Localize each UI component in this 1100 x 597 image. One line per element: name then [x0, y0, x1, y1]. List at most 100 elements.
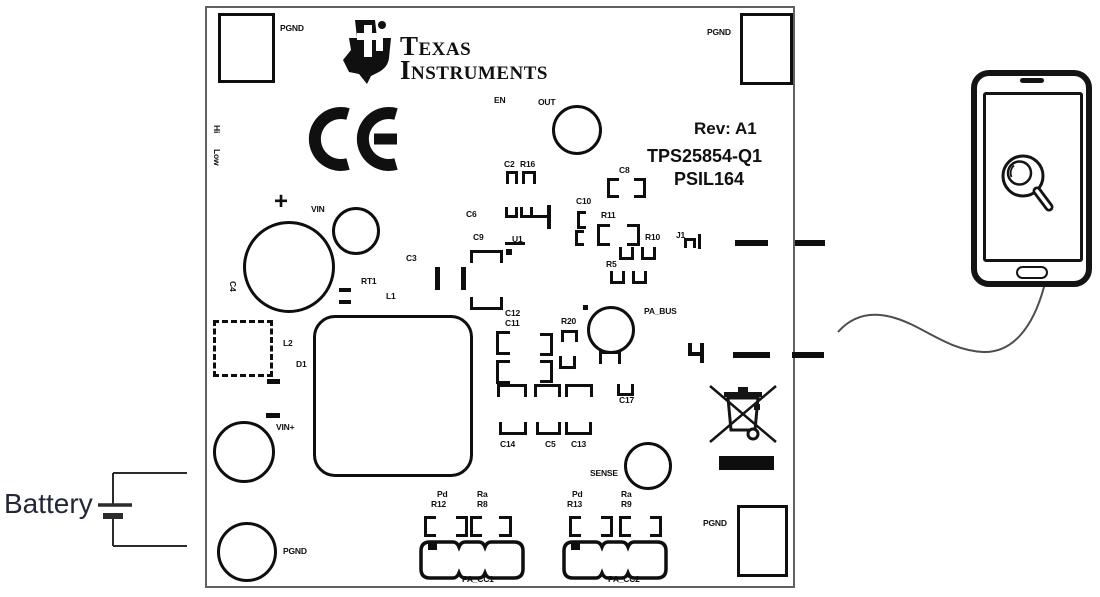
- refdes-c9: C9: [473, 232, 484, 242]
- refdes-rt1: RT1: [361, 276, 377, 286]
- refdes-c10: C10: [576, 196, 591, 206]
- refdes-pd1: Pd: [437, 489, 448, 499]
- component-outline-c6a: [505, 207, 518, 218]
- refdes-vin-plus: VIN+: [276, 422, 295, 432]
- minus-mark-vin-plus: [266, 413, 280, 418]
- refdes-ra1: Ra: [477, 489, 488, 499]
- refdes-c5: C5: [545, 439, 556, 449]
- vin-pad: [332, 207, 380, 255]
- refdes-c11: C11: [505, 318, 520, 328]
- component-outline-r10b: [641, 247, 656, 260]
- refdes-pd2: Pd: [572, 489, 583, 499]
- battery-symbol: [98, 472, 187, 547]
- refdes-c4: C4: [228, 281, 238, 292]
- phone-home-button: [1016, 266, 1048, 279]
- component-outline-r12a: [424, 516, 436, 537]
- component-outline-r9b: [650, 516, 662, 537]
- component-outline-c8b: [634, 178, 646, 198]
- pgnd-pad-top-left: [218, 13, 275, 83]
- refdes-c8: C8: [619, 165, 630, 175]
- j1-footprint-b: [698, 234, 701, 249]
- weee-crossed-out-bin-icon: [709, 385, 777, 443]
- refdes-r12: R12: [431, 499, 446, 509]
- component-outline-c10b: [575, 230, 584, 246]
- component-outline-c6d: [532, 215, 547, 218]
- component-outline-c14b: [499, 422, 527, 435]
- pgnd-pad-top-right: [740, 13, 793, 85]
- edge-pad-bottom-inner: [733, 352, 770, 358]
- refdes-r9: R9: [621, 499, 632, 509]
- component-outline-r8a: [470, 516, 482, 537]
- refdes-pa-cc2: PA_CC2: [608, 574, 640, 584]
- edge-pad-bottom-outer: [792, 352, 824, 358]
- component-outline-r5b: [632, 271, 647, 284]
- refdes-low: Low: [212, 149, 222, 166]
- pgnd-pad-bottom-right: [737, 505, 788, 577]
- component-outline-r20b: [559, 356, 576, 369]
- refdes-pgnd-tl: PGND: [280, 23, 304, 33]
- refdes-c12: C12: [505, 308, 520, 318]
- component-outline-c11: [496, 360, 510, 384]
- component-outline-rt1a: [339, 288, 351, 292]
- component-outline-r12b: [456, 516, 468, 537]
- component-outline-r11a: [597, 224, 610, 246]
- c4-capacitor: [243, 221, 335, 313]
- refdes-l2: L2: [283, 338, 293, 348]
- sense-pad: [624, 442, 672, 490]
- refdes-r13: R13: [567, 499, 582, 509]
- refdes-pgnd-bl: PGND: [283, 546, 307, 556]
- refdes-c17: C17: [619, 395, 634, 405]
- component-outline-c13b: [565, 422, 592, 435]
- ti-texas-state-logo-icon: [343, 20, 391, 84]
- refdes-c13: C13: [571, 439, 586, 449]
- component-outline-r16: [522, 171, 536, 184]
- pa-bus-pad: [587, 306, 635, 354]
- component-outline-r13a: [569, 516, 581, 537]
- refdes-pa-bus: PA_BUS: [644, 306, 677, 316]
- l2-outline: [213, 320, 273, 377]
- phone-speaker: [1020, 78, 1044, 83]
- pin4-mark-b: [688, 352, 702, 356]
- weee-black-bar: [719, 456, 774, 470]
- out-pad: [552, 105, 602, 155]
- component-outline-r9a: [619, 516, 631, 537]
- brand-instruments: Instruments: [400, 55, 548, 85]
- edge-pad-top-inner: [735, 240, 768, 246]
- component-outline-c6c: [547, 205, 551, 229]
- refdes-pa-cc1: PA_CC1: [462, 574, 494, 584]
- component-outline-pa-bus: [599, 351, 621, 364]
- refdes-r8: R8: [477, 499, 488, 509]
- component-outline-r5a: [610, 271, 625, 284]
- pin4-mark-c: [700, 343, 704, 363]
- ce-mark-icon: [308, 107, 398, 171]
- refdes-j1: J1: [676, 230, 686, 240]
- component-outline-c14a: [497, 384, 527, 397]
- component-outline-c12: [496, 331, 510, 355]
- component-outline-c6b: [520, 207, 533, 218]
- edge-pad-top-outer: [795, 240, 825, 246]
- component-outline-r10a: [619, 247, 634, 260]
- minus-mark-l2: [267, 379, 280, 384]
- component-outline-u1: [505, 242, 525, 245]
- refdes-r16: R16: [520, 159, 535, 169]
- refdes-d1: D1: [296, 359, 307, 369]
- pa-cc2-connector: [562, 540, 668, 580]
- refdes-out: OUT: [538, 97, 556, 107]
- refdes-hi: Hi: [212, 125, 222, 134]
- refdes-r5: R5: [606, 259, 617, 269]
- component-outline-r20a: [561, 330, 578, 342]
- component-outline-r11b: [627, 224, 640, 246]
- magnifier-icon: [1001, 154, 1054, 212]
- component-outline-mid-a: [540, 333, 553, 356]
- board-name: PSIL164: [674, 169, 745, 189]
- brand-texas: Texas: [400, 31, 472, 61]
- fiducial-dot: [583, 305, 588, 310]
- component-outline-c9a: [470, 250, 503, 263]
- component-outline-r8b: [499, 516, 512, 537]
- component-outline-c8a: [607, 178, 619, 198]
- refdes-sense: SENSE: [590, 468, 618, 478]
- l1-inductor-outline: [313, 315, 473, 477]
- pin4-mark-a: [688, 343, 692, 356]
- pgnd-pad-bottom-left: [217, 522, 277, 582]
